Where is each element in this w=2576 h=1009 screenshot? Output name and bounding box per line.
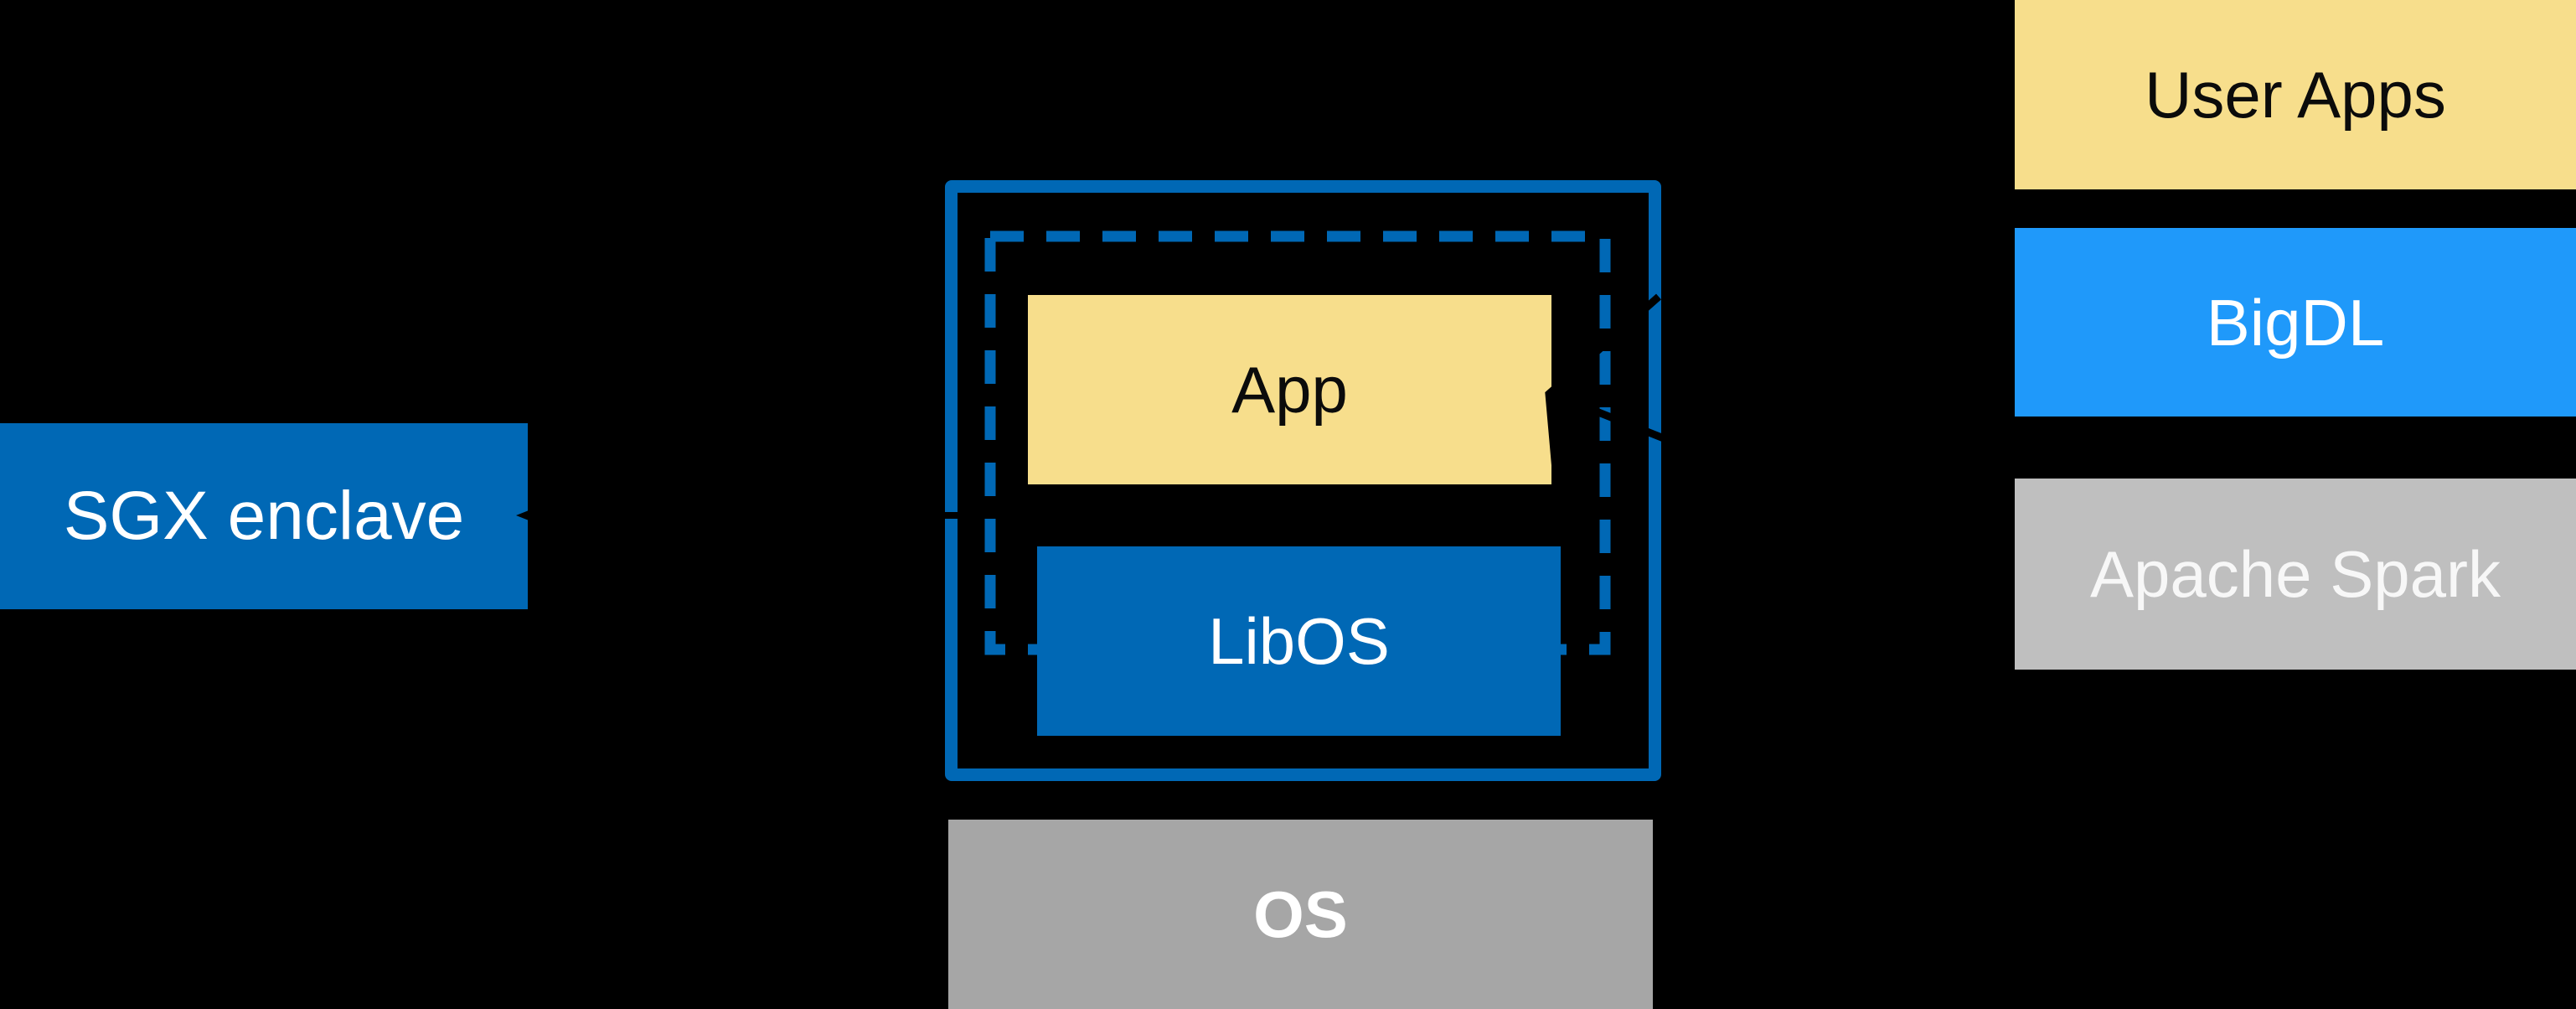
os-box: OS: [948, 820, 1653, 1009]
bigdl-label: BigDL: [2206, 285, 2385, 360]
apache-spark-box: Apache Spark: [2015, 479, 2576, 670]
user-apps-box: User Apps: [2015, 0, 2576, 189]
libos-box: LibOS: [1037, 546, 1561, 736]
apache-spark-label: Apache Spark: [2090, 537, 2501, 611]
left-arrow-icon: [516, 503, 980, 528]
sgx-enclave-box: SGX enclave: [0, 423, 528, 609]
app-label: App: [1231, 353, 1348, 427]
os-label: OS: [1253, 877, 1348, 951]
libos-label: LibOS: [1208, 604, 1390, 678]
user-apps-label: User Apps: [2145, 58, 2446, 132]
sgx-enclave-label: SGX enclave: [63, 478, 465, 554]
bigdl-box: BigDL: [2015, 228, 2576, 417]
app-box: App: [1028, 295, 1551, 484]
